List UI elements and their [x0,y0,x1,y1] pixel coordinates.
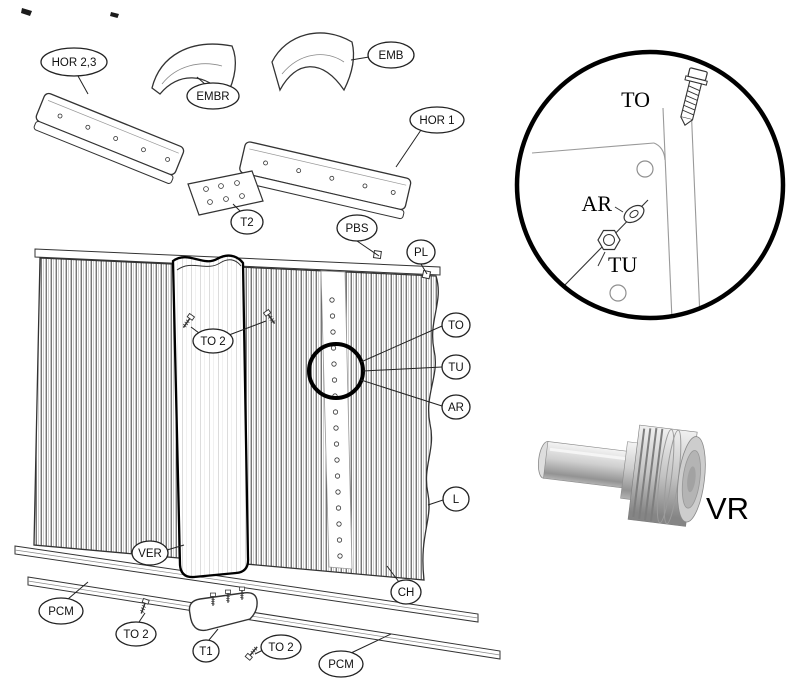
callout-to2-bottom-left: TO 2 [115,621,157,647]
plate-t2 [187,170,264,216]
callout-hor1: HOR 1 [409,106,465,134]
detail-screw-to-icon [680,67,708,126]
callout-to2-mid: TO 2 [192,328,234,354]
callout-to2-bottom-left-label: TO 2 [123,629,148,641]
callout-l-label: L [453,494,460,506]
callout-emb-label: EMB [379,50,404,62]
detail-circle-bg [517,52,783,318]
detail-view: TO AR TU [514,49,786,321]
callout-pl-label: PL [414,247,429,259]
detail-label-to: TO [621,87,650,112]
pl-clip [421,269,432,280]
callout-to: TO [441,312,471,338]
vr-part [537,424,706,527]
detail-washer-ar-icon [623,204,645,224]
detail-leader-ar [614,206,624,213]
callout-pbs: PBS [336,214,378,242]
bottom-rail-pcm-1 [14,545,479,623]
detail-leader-tu [597,251,606,267]
ver-strip [171,254,250,579]
callout-tu-label: TU [448,362,463,374]
scan-artifact [110,12,119,18]
callout-pcm-bottom-label: PCM [328,659,354,671]
callout-embr-label: EMBR [196,91,229,103]
callout-t2-label: T2 [240,217,253,229]
callout-to2-mid-label: TO 2 [200,336,225,348]
plate-t1 [188,586,258,632]
callout-pcm-bottom: PCM [318,650,364,678]
detail-label-tu: TU [608,252,637,277]
callout-pbs-label: PBS [345,223,368,235]
callout-tu: TU [441,354,471,380]
callout-hor23-label: HOR 2,3 [52,57,97,69]
callout-to2-bottom-mid-label: TO 2 [268,642,293,654]
callout-ver: VER [131,540,169,566]
vr-label: VR [706,491,749,526]
callout-embr: EMBR [186,82,240,110]
rail-hor23 [33,92,185,184]
callout-ar-label: AR [448,402,464,414]
callout-ch-label: CH [398,587,415,599]
detail-label-ar: AR [581,191,612,216]
callout-to2-bottom-mid: TO 2 [260,634,302,660]
callout-pl: PL [406,239,436,265]
detail-circle-ring [514,49,786,321]
callout-to-label: TO [448,320,464,332]
callout-emb: EMB [367,41,415,69]
callout-hor1-label: HOR 1 [419,115,454,127]
callout-t1-label: T1 [199,646,212,658]
callout-t2: T2 [230,209,264,235]
scan-artifact [21,8,32,16]
callout-pcm-left-label: PCM [48,606,74,618]
callout-hor23: HOR 2,3 [40,47,108,77]
callout-ar: AR [441,394,471,420]
cap-emb [271,32,355,92]
callout-pcm-left: PCM [38,597,84,625]
callout-ver-label: VER [138,548,162,560]
callout-t1: T1 [192,639,220,663]
detail-nut-tu-icon [597,229,621,251]
callout-l: L [442,486,470,512]
callout-ch: CH [390,579,422,605]
